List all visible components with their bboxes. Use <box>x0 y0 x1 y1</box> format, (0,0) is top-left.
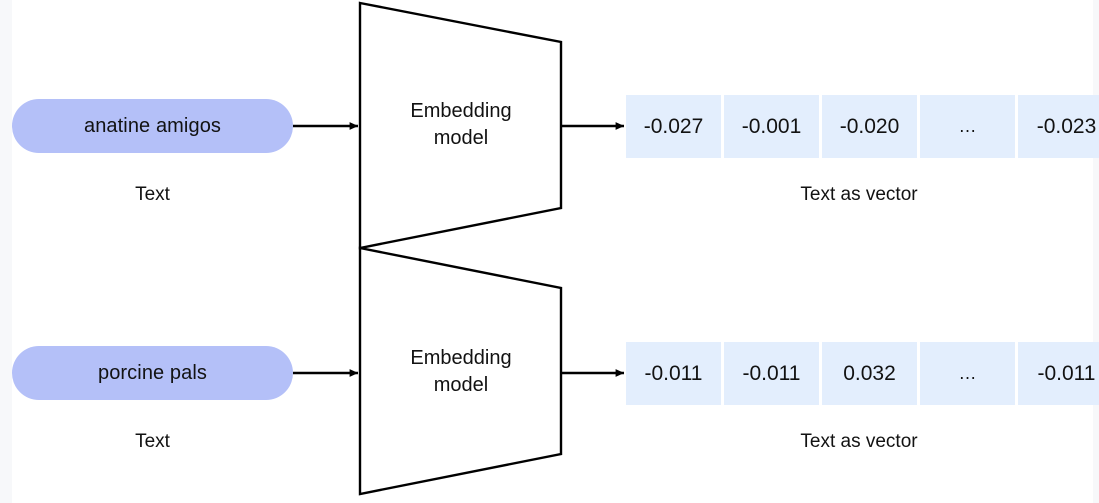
vector-cell: -0.011 <box>626 342 721 405</box>
embedding-model-label-bottom: Embedding model <box>410 347 512 396</box>
vector-cell: 0.032 <box>822 342 917 405</box>
vector-row-bottom: -0.011 -0.011 0.032 … -0.011 <box>626 342 1099 405</box>
vector-cell: -0.011 <box>1018 342 1099 405</box>
embedding-model-shape-bottom <box>358 246 563 496</box>
vector-caption-top: Text as vector <box>800 184 918 205</box>
vector-row-top: -0.027 -0.001 -0.020 … -0.023 <box>626 95 1099 158</box>
input-caption-top: Text <box>135 184 170 205</box>
vector-cell: -0.011 <box>724 342 819 405</box>
vector-cell: -0.027 <box>626 95 721 158</box>
input-text-pill-top-label: anatine amigos <box>83 114 222 137</box>
embedding-model-shape-top <box>358 1 563 250</box>
vector-cell-ellipsis: … <box>920 342 1015 405</box>
embedding-model-label-top: Embedding model <box>410 100 512 149</box>
input-text-pill-bottom-label: porcine pals <box>97 361 208 384</box>
vector-cell-ellipsis: … <box>920 95 1015 158</box>
input-text-pill-bottom[interactable]: porcine pals <box>12 346 293 400</box>
vector-caption-bottom: Text as vector <box>800 431 918 452</box>
input-caption-bottom: Text <box>135 431 170 452</box>
input-text-pill-top[interactable]: anatine amigos <box>12 99 293 153</box>
vector-cell: -0.023 <box>1018 95 1099 158</box>
vector-cell: -0.001 <box>724 95 819 158</box>
vector-cell: -0.020 <box>822 95 917 158</box>
